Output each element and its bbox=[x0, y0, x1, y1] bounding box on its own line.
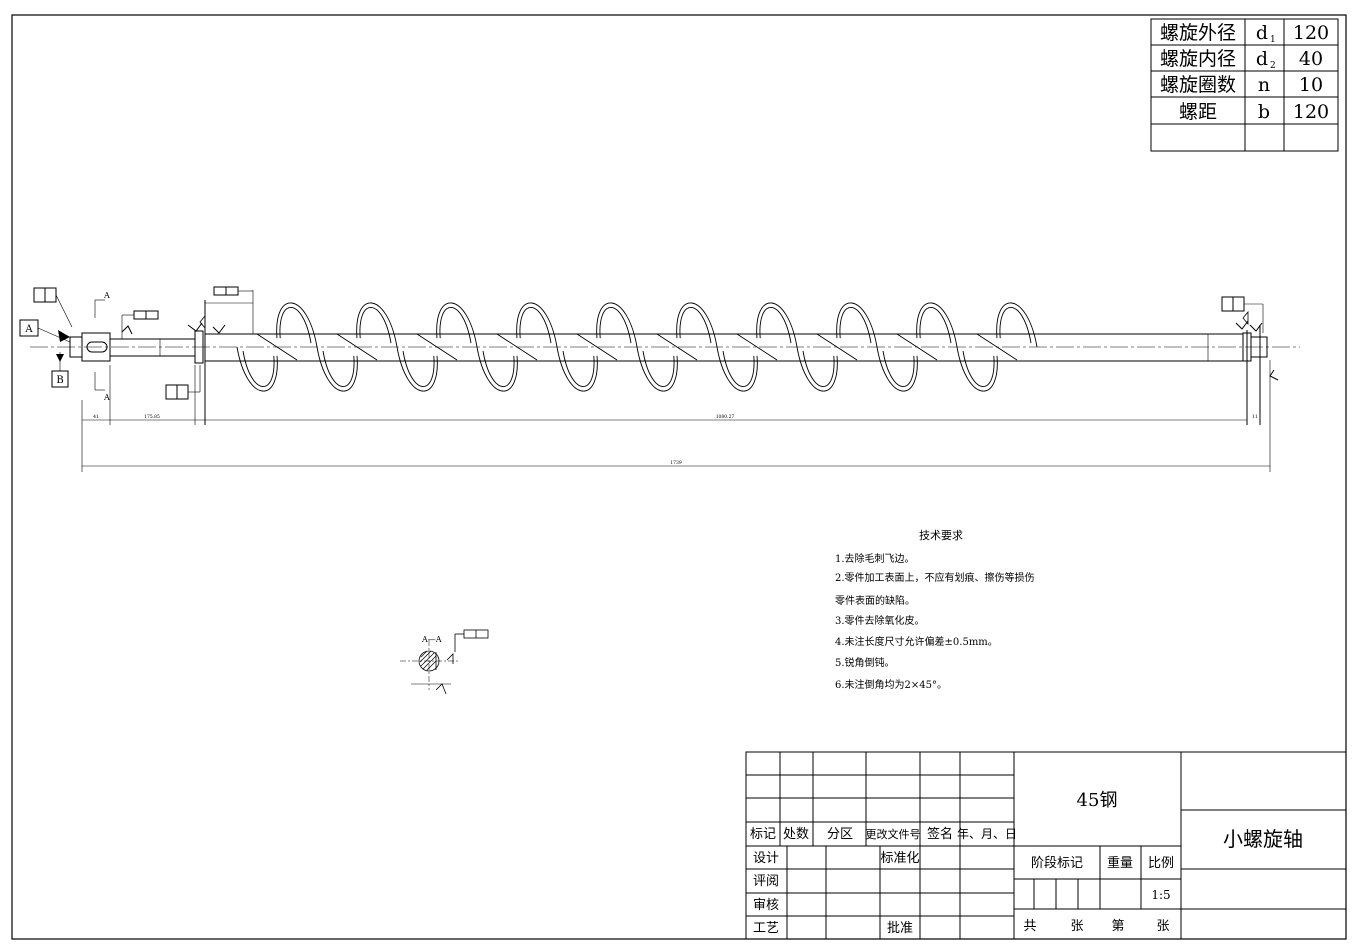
helix-flight-edge bbox=[562, 307, 632, 387]
dim-seg-end: 11 bbox=[1252, 414, 1258, 420]
helix-flight-edge bbox=[642, 307, 712, 387]
tb-label-zhongliang: 重量 bbox=[1107, 855, 1133, 871]
section-mark-top: A bbox=[103, 291, 110, 300]
tb-label-chushu: 处数 bbox=[783, 827, 809, 842]
tb-label-di: 第 bbox=[1111, 919, 1124, 934]
tb-material: 45钢 bbox=[1077, 790, 1118, 811]
spec-symbol-2: n bbox=[1258, 74, 1270, 96]
tb-label-sheji: 设计 bbox=[753, 851, 779, 866]
helix-root-line bbox=[336, 333, 378, 361]
tb-label-gongyi: 工艺 bbox=[753, 921, 779, 936]
tb-label-pizhun: 批准 bbox=[887, 921, 913, 936]
helix-flight-edge bbox=[402, 307, 472, 387]
helix-flight bbox=[636, 302, 718, 392]
tech-item-2b: 零件表面的缺陷。 bbox=[835, 596, 915, 607]
tech-item-3: 3.零件去除氧化皮。 bbox=[835, 616, 925, 627]
section-view-label: A—A bbox=[421, 635, 442, 644]
tech-item-1: 1.去除毛刺飞边。 bbox=[835, 554, 915, 565]
helix-root-line bbox=[896, 333, 938, 361]
helix-root-line bbox=[416, 333, 458, 361]
section-hatch bbox=[419, 650, 437, 671]
spec-name-2: 螺旋圈数 bbox=[1160, 74, 1236, 96]
spec-symbol-1: d bbox=[1256, 48, 1268, 70]
tech-item-5: 5.锐角倒钝。 bbox=[835, 658, 895, 669]
tech-title: 技术要求 bbox=[919, 529, 963, 542]
tb-label-genggai: 更改文件号 bbox=[866, 827, 921, 841]
helix-flight-edge bbox=[802, 307, 872, 387]
tb-label-jieduan: 阶段标记 bbox=[1031, 856, 1083, 871]
helix-flight bbox=[876, 302, 958, 392]
section-mark-bottom: A bbox=[103, 393, 110, 402]
datum-b-label: B bbox=[56, 375, 63, 386]
helix-root-line bbox=[256, 333, 298, 361]
helix-flight bbox=[796, 302, 878, 392]
helix-flight-edge bbox=[482, 307, 552, 387]
tb-label-nianyueri: 年、月、日 bbox=[957, 827, 1017, 841]
spec-name-1: 螺旋内径 bbox=[1160, 48, 1236, 70]
spec-symbol-3: b bbox=[1258, 101, 1270, 123]
helix-root-line bbox=[656, 333, 698, 361]
helix-flight bbox=[476, 302, 558, 392]
helix-root-line bbox=[496, 333, 538, 361]
spec-name-0: 螺旋外径 bbox=[1160, 22, 1236, 44]
spec-sub-0: 1 bbox=[1270, 35, 1276, 45]
dim-overall: 1739 bbox=[670, 460, 682, 466]
helix-flight bbox=[556, 302, 638, 392]
tb-part-name: 小螺旋轴 bbox=[1223, 827, 1303, 851]
tb-label-shenhe: 审核 bbox=[753, 898, 779, 913]
tb-scale-value: 1:5 bbox=[1151, 888, 1170, 902]
helix-flight bbox=[316, 302, 398, 392]
title-block-grid bbox=[745, 751, 1347, 940]
datum-a-label: A bbox=[24, 324, 33, 335]
helix-flight bbox=[956, 302, 1038, 392]
dim-main-span: 1080.27 bbox=[716, 414, 735, 420]
tb-label-fenqu: 分区 bbox=[827, 827, 853, 842]
helix-flight-edge bbox=[242, 307, 312, 387]
helix-flight-edge bbox=[882, 307, 952, 387]
tb-label-gong: 共 bbox=[1023, 919, 1036, 934]
tb-label-biaozhunhua: 标准化 bbox=[880, 851, 919, 866]
helix-flight bbox=[716, 302, 798, 392]
spec-table bbox=[1150, 18, 1339, 152]
tb-label-bili: 比例 bbox=[1148, 856, 1174, 871]
tb-label-qianming: 签名 bbox=[927, 826, 953, 842]
spec-value-0: 120 bbox=[1293, 22, 1329, 44]
helix-flight bbox=[236, 302, 318, 392]
spec-value-3: 120 bbox=[1293, 101, 1329, 123]
spec-symbol-0: d bbox=[1256, 22, 1268, 44]
helix-root-line bbox=[576, 333, 618, 361]
tech-item-6: 6.未注倒角均为2×45°。 bbox=[835, 680, 948, 691]
tb-label-zhang2: 张 bbox=[1156, 919, 1169, 934]
sheet-border bbox=[11, 14, 1347, 940]
tb-label-pingyue: 评阅 bbox=[753, 874, 779, 889]
dim-shaft-a: 175.85 bbox=[144, 414, 160, 420]
dim-seg-small: 41 bbox=[93, 414, 99, 420]
helix-flight-edge bbox=[962, 307, 1032, 387]
shaft-drawing bbox=[19, 286, 1300, 472]
helix-root-line bbox=[736, 333, 778, 361]
spec-value-1: 40 bbox=[1299, 48, 1323, 70]
section-view bbox=[400, 629, 489, 695]
tech-item-2: 2.零件加工表面上，不应有划痕、擦伤等损伤 bbox=[835, 573, 1035, 584]
spec-value-2: 10 bbox=[1299, 74, 1323, 96]
tech-item-4: 4.未注长度尺寸允许偏差±0.5mm。 bbox=[835, 637, 998, 648]
tb-label-zhang1: 张 bbox=[1070, 919, 1083, 934]
helix-root-line bbox=[816, 333, 858, 361]
spec-name-3: 螺距 bbox=[1179, 101, 1217, 123]
helix-flight-edge bbox=[322, 307, 392, 387]
helix-root-line bbox=[976, 333, 1018, 361]
helix-flight-edge bbox=[722, 307, 792, 387]
tb-label-biaoji: 标记 bbox=[750, 827, 776, 842]
spec-sub-1: 2 bbox=[1270, 61, 1276, 71]
helix-flight bbox=[396, 302, 478, 392]
